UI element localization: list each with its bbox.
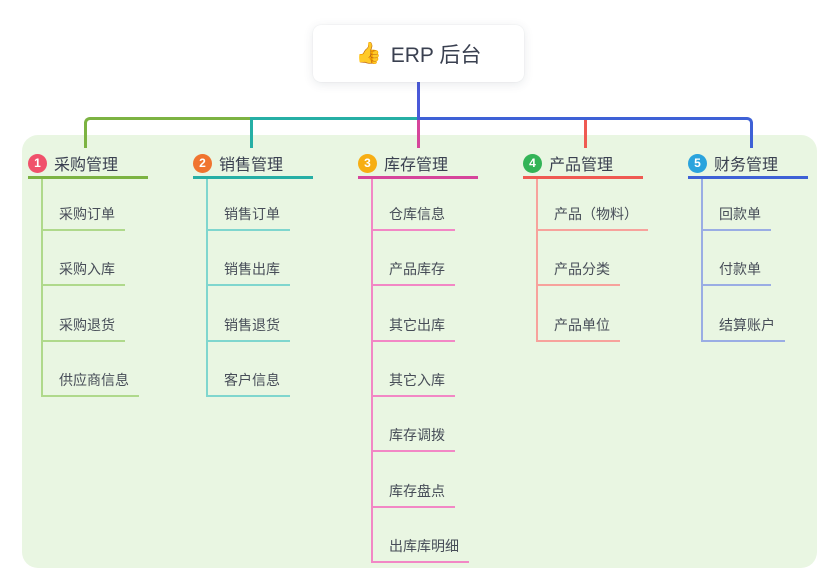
branch-product-title[interactable]: 4 产品管理 — [523, 150, 643, 179]
branch-finance-label: 财务管理 — [714, 157, 779, 174]
node-sales-outbound[interactable]: 销售出库 — [206, 260, 290, 286]
branch-number-badge: 5 — [688, 153, 707, 173]
node-customer-info[interactable]: 客户信息 — [206, 371, 290, 397]
node-supplier-info[interactable]: 供应商信息 — [41, 371, 139, 397]
node-other-outbound[interactable]: 其它出库 — [371, 316, 455, 342]
branch-product: 4 产品管理 产品（物料） 产品分类 产品单位 — [523, 150, 648, 342]
node-warehouse-info[interactable]: 仓库信息 — [371, 205, 455, 231]
branch-spine — [536, 179, 538, 340]
node-product-material[interactable]: 产品（物料） — [536, 205, 648, 231]
root-node-label: ERP 后台 — [390, 43, 482, 67]
connector-sales-branch — [250, 117, 418, 148]
branch-purchase-label: 采购管理 — [54, 157, 119, 174]
root-connector-line — [417, 82, 420, 120]
connector-finance-branch — [418, 117, 753, 148]
node-purchase-inbound[interactable]: 采购入库 — [41, 260, 125, 286]
branch-finance: 5 财务管理 回款单 付款单 结算账户 — [688, 150, 808, 342]
node-outbound-detail[interactable]: 出库库明细 — [371, 537, 469, 563]
connector-purchase-branch — [84, 117, 251, 148]
branch-number-badge: 1 — [28, 153, 47, 173]
branch-finance-title[interactable]: 5 财务管理 — [688, 150, 808, 179]
node-purchase-return[interactable]: 采购退货 — [41, 316, 125, 342]
node-sales-order[interactable]: 销售订单 — [206, 205, 290, 231]
branch-sales-label: 销售管理 — [219, 157, 284, 174]
branch-inventory-title[interactable]: 3 库存管理 — [358, 150, 478, 179]
node-product-unit[interactable]: 产品单位 — [536, 316, 620, 342]
branch-number-badge: 3 — [358, 153, 377, 173]
connector-inventory-branch — [417, 120, 420, 148]
branch-inventory-label: 库存管理 — [384, 157, 449, 174]
node-product-stock[interactable]: 产品库存 — [371, 260, 455, 286]
node-product-category[interactable]: 产品分类 — [536, 260, 620, 286]
thumbs-up-icon: 👍 — [355, 41, 382, 65]
branch-inventory: 3 库存管理 仓库信息 产品库存 其它出库 其它入库 库存调拨 库存盘点 出库库… — [358, 150, 478, 563]
node-other-inbound[interactable]: 其它入库 — [371, 371, 455, 397]
branch-sales: 2 销售管理 销售订单 销售出库 销售退货 客户信息 — [193, 150, 313, 397]
branch-number-badge: 2 — [193, 153, 212, 173]
branch-sales-title[interactable]: 2 销售管理 — [193, 150, 313, 179]
node-receipt-bill[interactable]: 回款单 — [701, 205, 771, 231]
branch-purchase-title[interactable]: 1 采购管理 — [28, 150, 148, 179]
branch-purchase: 1 采购管理 采购订单 采购入库 采购退货 供应商信息 — [28, 150, 148, 397]
node-sales-return[interactable]: 销售退货 — [206, 316, 290, 342]
branch-product-label: 产品管理 — [549, 157, 614, 174]
node-settlement-account[interactable]: 结算账户 — [701, 316, 785, 342]
branch-spine — [371, 179, 373, 561]
node-stock-transfer[interactable]: 库存调拨 — [371, 426, 455, 452]
branch-number-badge: 4 — [523, 153, 542, 173]
node-purchase-order[interactable]: 采购订单 — [41, 205, 125, 231]
node-stock-count[interactable]: 库存盘点 — [371, 482, 455, 508]
branch-spine — [701, 179, 703, 340]
branches-background-panel — [22, 135, 817, 568]
root-node[interactable]: 👍 ERP 后台 — [313, 25, 524, 82]
branch-spine — [41, 179, 43, 395]
connector-product-branch — [584, 120, 587, 148]
branch-spine — [206, 179, 208, 395]
node-payment-bill[interactable]: 付款单 — [701, 260, 771, 286]
